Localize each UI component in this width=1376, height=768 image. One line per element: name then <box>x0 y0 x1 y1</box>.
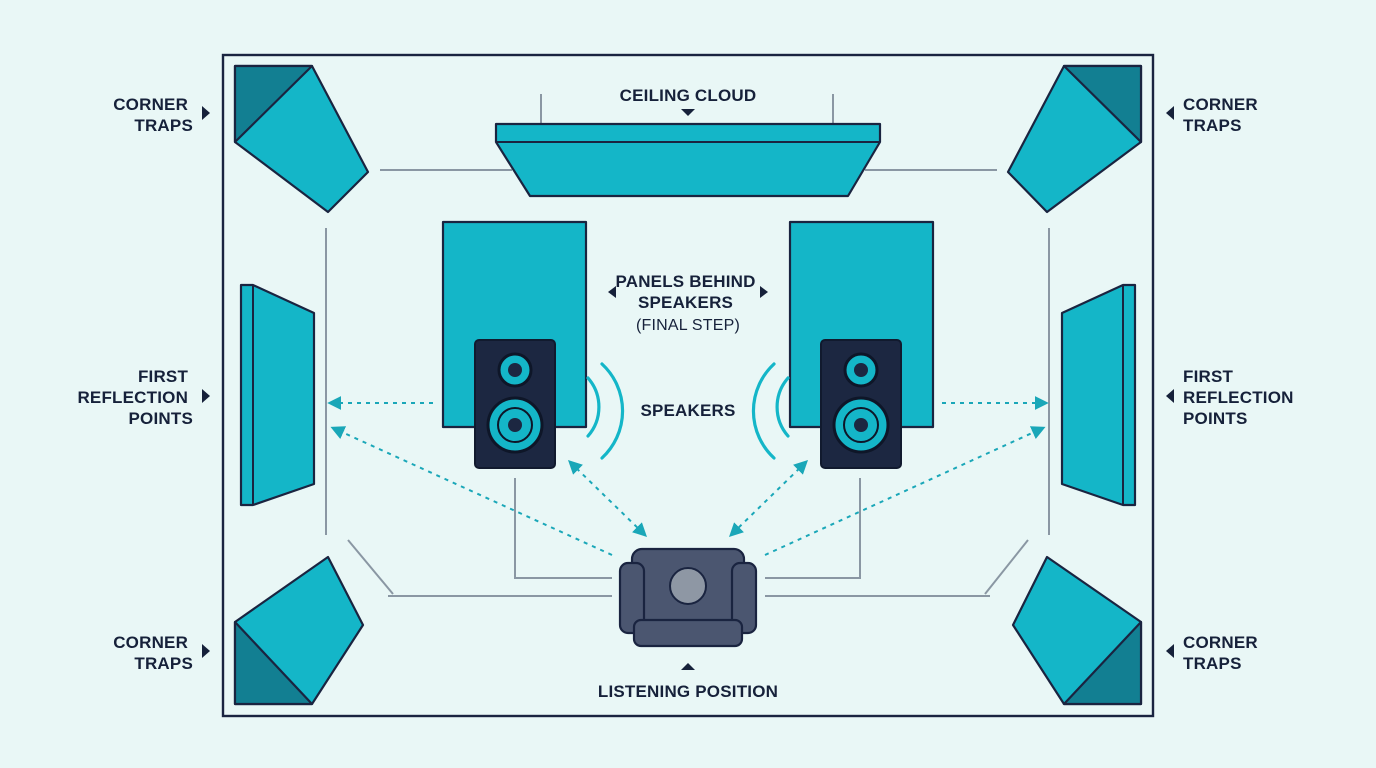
label-speakers: SPEAKERS <box>640 401 735 420</box>
first-reflection-panel-left <box>239 283 316 507</box>
corner-trap-bottom-left <box>233 555 365 706</box>
reflection-arrows <box>327 396 1049 556</box>
label-arrowheads <box>202 106 1174 670</box>
listener-head <box>669 567 707 605</box>
ceiling-cloud-panel <box>494 122 882 198</box>
label-corner-traps-top-left: CORNER TRAPS <box>113 95 193 135</box>
corner-trap-top-right <box>1006 64 1143 214</box>
label-corner-traps-bottom-left: CORNER TRAPS <box>113 633 193 673</box>
label-ceiling-cloud: CEILING CLOUD <box>620 86 757 105</box>
left-speaker <box>474 339 556 469</box>
sound-waves-right <box>751 362 803 460</box>
room-outline <box>221 53 1155 718</box>
corner-trap-bottom-right <box>1011 555 1143 706</box>
label-corner-traps-top-right: CORNER TRAPS <box>1183 95 1263 135</box>
label-first-reflection-left: FIRST REFLECTION POINTS <box>77 367 193 428</box>
label-panels-behind-speakers: PANELS BEHIND SPEAKERS (FINAL STEP) <box>615 272 760 334</box>
sound-waves-left <box>573 362 625 460</box>
label-corner-traps-bottom-right: CORNER TRAPS <box>1183 633 1263 673</box>
label-listening-position: LISTENING POSITION <box>598 682 778 701</box>
right-speaker <box>820 339 902 469</box>
first-reflection-panel-right <box>1060 283 1137 507</box>
corner-trap-top-left <box>233 64 370 214</box>
listening-chair <box>618 547 758 648</box>
guide-lines <box>325 94 1050 597</box>
label-first-reflection-right: FIRST REFLECTION POINTS <box>1183 367 1299 428</box>
